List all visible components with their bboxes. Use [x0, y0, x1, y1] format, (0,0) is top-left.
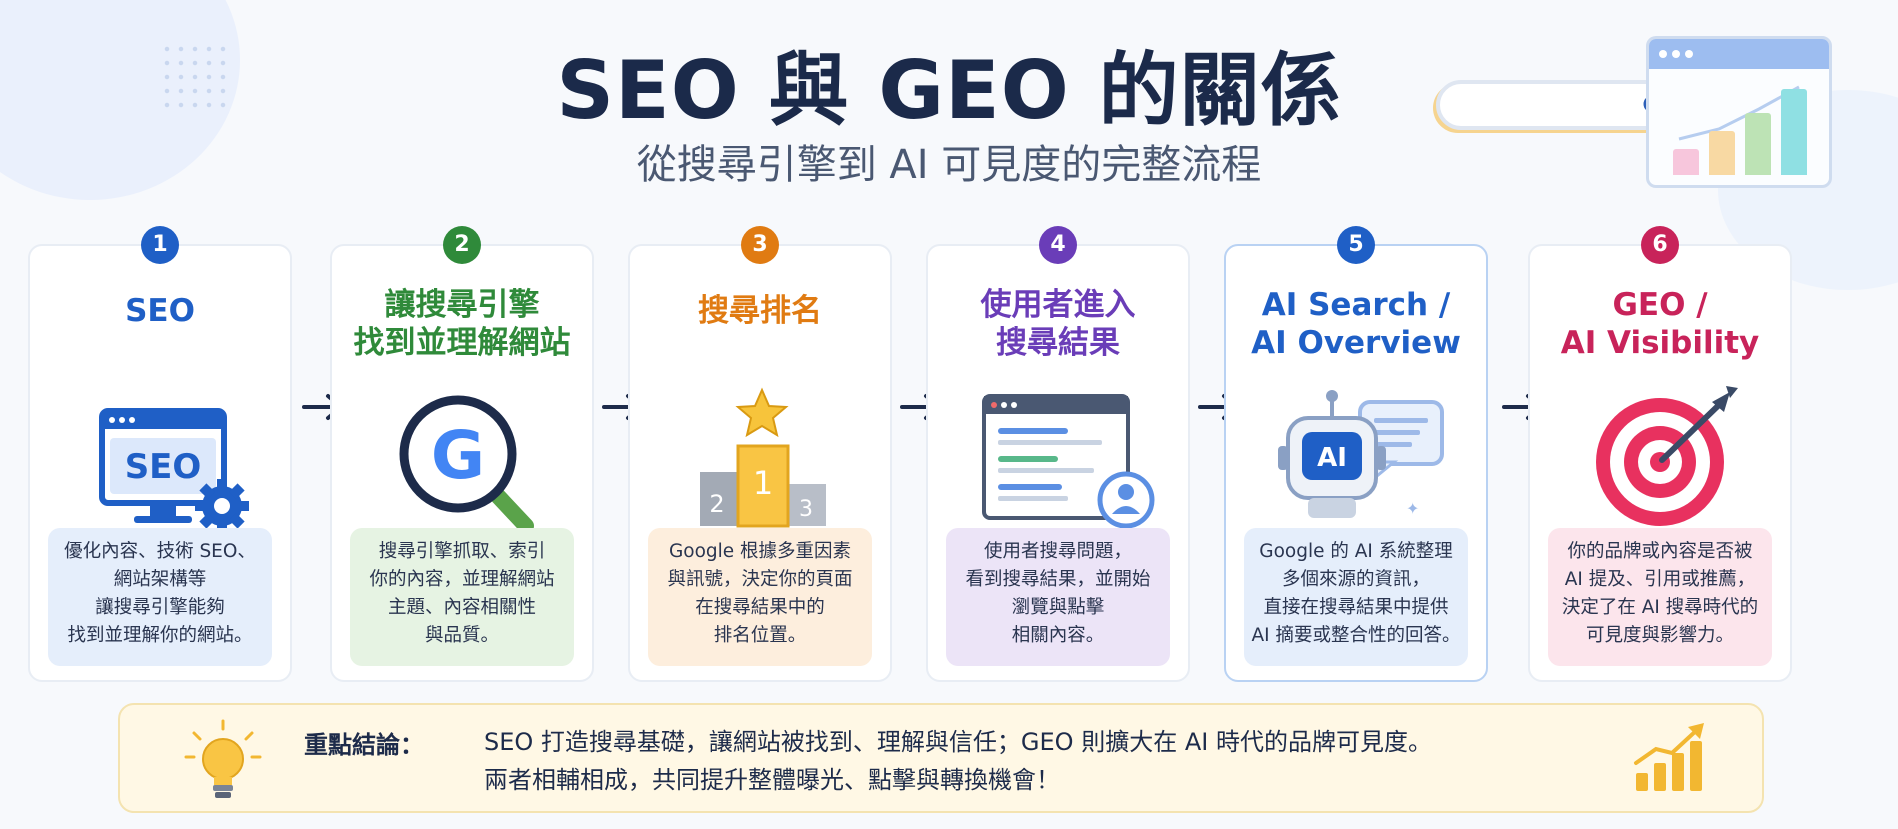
svg-text:✦: ✦: [1406, 499, 1419, 518]
step-number: 6: [1641, 226, 1679, 264]
step-card-ai-search: 5 AI Search / AI Overview AI ✦ Google 的 …: [1224, 226, 1488, 682]
step-title: 使用者進入 搜尋結果: [980, 287, 1136, 361]
conclusion-panel: 重點結論： SEO 打造搜尋基礎，讓網站被找到、理解與信任；GEO 則擴大在 A…: [118, 703, 1764, 813]
seo-illus-text: SEO: [125, 447, 202, 487]
page-subtitle: 從搜尋引擎到 AI 可見度的完整流程: [636, 142, 1262, 188]
step-title: GEO / AI Visibility: [1560, 287, 1760, 361]
step-description: 優化內容、技術 SEO、 網站架構等 讓搜尋引擎能夠 找到並理解你的網站。: [48, 528, 272, 666]
step-title: 讓搜尋引擎 找到並理解網站: [353, 287, 571, 361]
step-title: SEO: [125, 293, 195, 329]
step-description: 你的品牌或內容是否被 AI 提及、引用或推薦， 決定了在 AI 搜尋時代的 可見…: [1548, 528, 1772, 666]
step-title: 搜尋排名: [698, 293, 822, 329]
step-card-geo: 6 GEO / AI Visibility 你的品牌或內容是否被 AI 提及、引…: [1528, 226, 1792, 682]
step-card-indexing: 2 讓搜尋引擎 找到並理解網站 G 搜尋引擎抓取、索引 你的內容，並理解網站 主…: [330, 226, 594, 682]
step-description: Google 的 AI 系統整理 多個來源的資訊， 直接在搜尋結果中提供 AI …: [1244, 528, 1468, 666]
step-card-ranking: 3 搜尋排名 1 2 3 Google 根據多重因素 與訊號，決定你的頁面 在搜…: [628, 226, 892, 682]
svg-text:3: 3: [799, 497, 813, 522]
step-card-seo: 1 SEO SEO 優化內容、技術 SEO: [28, 226, 292, 682]
search-results-user-icon: [982, 394, 1155, 529]
conclusion-label: 重點結論：: [304, 731, 424, 759]
trend-line-icon: [1678, 85, 1800, 141]
step-title: AI Search / AI Overview: [1251, 287, 1461, 361]
step-description: 搜尋引擎抓取、索引 你的內容，並理解網站 主題、內容相關性 與品質。: [350, 528, 574, 666]
step-number: 4: [1039, 226, 1077, 264]
conclusion-text: SEO 打造搜尋基礎，讓網站被找到、理解與信任；GEO 則擴大在 AI 時代的品…: [484, 728, 1432, 794]
star-icon: [735, 387, 789, 438]
svg-text:1: 1: [753, 464, 773, 502]
seo-monitor-gear-icon: SEO: [99, 408, 249, 533]
step-number: 5: [1337, 226, 1375, 264]
ranking-podium-icon: 1 2 3: [700, 387, 826, 528]
decorative-dots: [160, 42, 230, 112]
google-magnifier-icon: G: [399, 395, 534, 534]
step-number: 2: [443, 226, 481, 264]
step-description: Google 根據多重因素 與訊號，決定你的頁面 在搜尋結果中的 排名位置。: [648, 528, 872, 666]
lightbulb-icon: [184, 719, 262, 798]
ai-robot-chat-icon: AI ✦: [1278, 390, 1444, 518]
svg-text:2: 2: [709, 490, 724, 518]
target-arrow-icon: [1596, 386, 1738, 526]
growth-chart-icon: [1634, 723, 1704, 791]
page-title: SEO 與 GEO 的關係: [556, 44, 1342, 137]
search-bar-decoration: [1436, 80, 1684, 130]
step-description: 使用者搜尋問題， 看到搜尋結果，並開始 瀏覽與點擊 相關內容。: [946, 528, 1170, 666]
step-number: 3: [741, 226, 779, 264]
svg-text:AI: AI: [1317, 443, 1347, 473]
step-number: 1: [141, 226, 179, 264]
google-g-icon: G: [431, 417, 485, 494]
analytics-browser-decoration: [1646, 36, 1832, 188]
process-flow: 1 SEO SEO 優化內容、技術 SEO: [28, 226, 1840, 682]
step-card-user-results: 4 使用者進入 搜尋結果 使用者搜尋問題， 看到搜尋結果，並開始 瀏覽與點擊 相…: [926, 226, 1190, 682]
